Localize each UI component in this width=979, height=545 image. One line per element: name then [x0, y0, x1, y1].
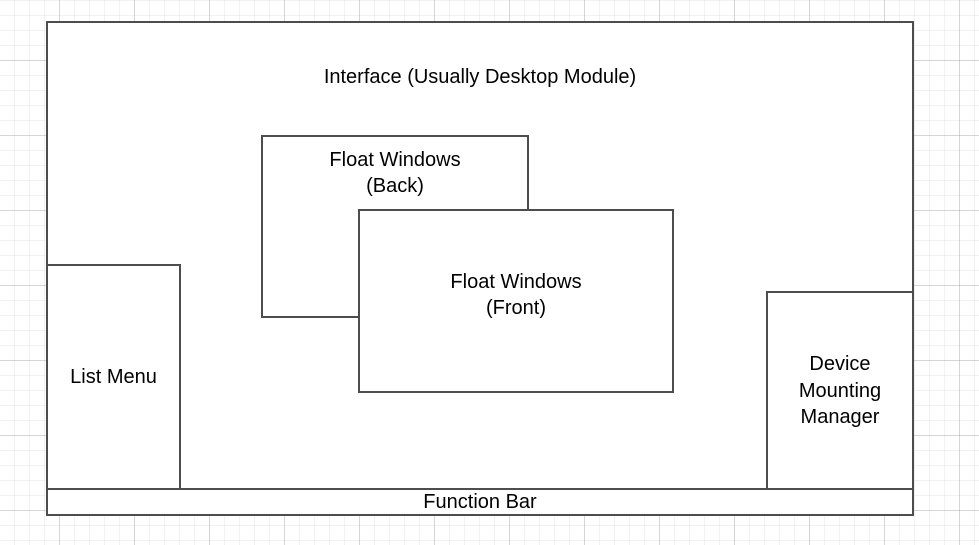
float-window-front-label: Float Windows (Front): [450, 271, 581, 328]
float-window-back-label-line2: (Back): [366, 175, 424, 198]
list-menu-box[interactable]: List Menu: [46, 264, 181, 491]
float-window-front-box[interactable]: Float Windows (Front): [358, 209, 674, 393]
float-window-back-label-line1: Float Windows: [329, 149, 461, 171]
device-mounting-manager-label: Device Mounting Manager: [799, 351, 881, 430]
float-window-front-label-line1: Float Windows: [450, 270, 582, 293]
device-mounting-manager-label-line1: Device: [809, 353, 871, 376]
device-mounting-manager-label-line2: Mounting: [798, 379, 882, 402]
interface-title-label: Interface (Usually Desktop Module): [323, 66, 637, 88]
float-window-front-label-line2: (Front): [486, 297, 546, 319]
device-mounting-manager-box[interactable]: Device Mounting Manager: [766, 291, 914, 491]
function-bar-label: Function Bar: [423, 490, 537, 513]
function-bar-box[interactable]: Function Bar: [46, 488, 914, 516]
list-menu-label: List Menu: [70, 366, 157, 389]
device-mounting-manager-label-line3: Manager: [800, 406, 880, 429]
